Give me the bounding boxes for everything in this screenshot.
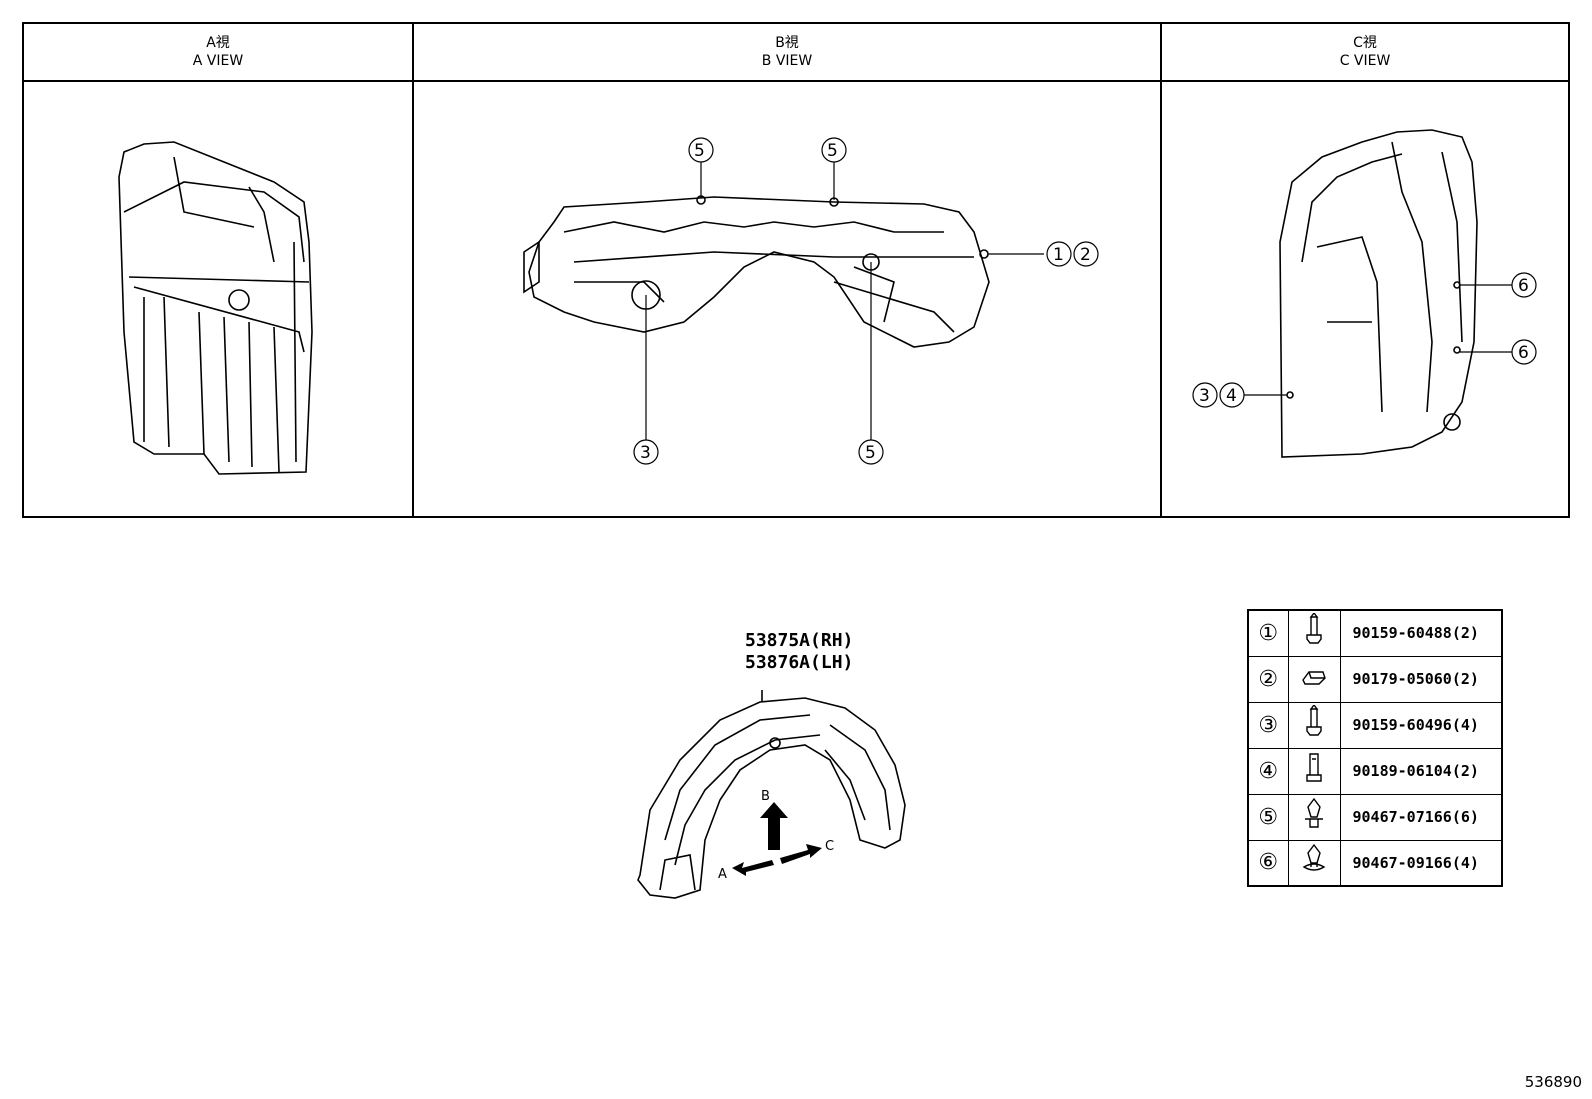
a-view-drawing	[118, 141, 313, 475]
views-panel: A視 A VIEW B視	[22, 22, 1570, 518]
a-view-kanji: A視	[206, 35, 230, 51]
a-view-header: A視 A VIEW	[24, 24, 412, 82]
hardware-num: ②	[1247, 655, 1289, 703]
part-number-rh: 53875A(RH)	[745, 630, 854, 651]
bolt-icon	[1287, 609, 1341, 657]
hardware-row: ⑤ 90467-07166(6)	[1247, 793, 1503, 841]
hardware-num: ⑥	[1247, 839, 1289, 887]
hardware-table: ① 90159-60488(2) ② 90179-05060(2) ③ 9015…	[1247, 609, 1503, 887]
hardware-row: ② 90179-05060(2)	[1247, 655, 1503, 703]
hardware-num: ⑤	[1247, 793, 1289, 841]
callout-b-right-2: 2	[1080, 245, 1091, 265]
callout-c-left-1: 3	[1199, 386, 1210, 406]
hardware-part-number: 90189-06104(2)	[1339, 747, 1503, 795]
callout-c-lower-right: 6	[1518, 343, 1529, 363]
b-view-kanji: B視	[775, 35, 799, 51]
bolt-icon	[1287, 701, 1341, 749]
callout-b-top-right: 5	[827, 141, 838, 161]
hardware-part-number: 90159-60496(4)	[1339, 701, 1503, 749]
a-view-panel: A視 A VIEW	[24, 24, 412, 516]
push-clip-icon	[1287, 839, 1341, 887]
callout-c-upper-right: 6	[1518, 276, 1529, 296]
callout-c-left-2: 4	[1226, 386, 1237, 406]
c-view-kanji: C視	[1353, 35, 1377, 51]
hardware-num: ①	[1247, 609, 1289, 657]
hardware-num: ④	[1247, 747, 1289, 795]
hardware-part-number: 90179-05060(2)	[1339, 655, 1503, 703]
hardware-row: ③ 90159-60496(4)	[1247, 701, 1503, 749]
main-part-label: 53875A(RH) 53876A(LH)	[745, 630, 853, 674]
b-view-drawing: 5 5 1 2 3 5	[523, 137, 1099, 465]
push-clip-icon	[1287, 793, 1341, 841]
hardware-part-number: 90467-07166(6)	[1339, 793, 1503, 841]
a-view-label: A VIEW	[192, 53, 244, 69]
hardware-row: ④ 90189-06104(2)	[1247, 747, 1503, 795]
callout-b-top-left: 5	[694, 141, 705, 161]
c-view-header: C視 C VIEW	[1162, 24, 1568, 82]
hardware-part-number: 90159-60488(2)	[1339, 609, 1503, 657]
c-view-panel: C視 C VIEW	[1160, 24, 1568, 516]
c-view-label: C VIEW	[1339, 53, 1391, 69]
b-view-header: B視 B VIEW	[414, 24, 1160, 82]
callout-b-right-1: 1	[1053, 245, 1064, 265]
reference-code: 536890	[1524, 1073, 1582, 1091]
grommet-icon	[1287, 747, 1341, 795]
callout-b-bottom-left: 3	[640, 443, 651, 463]
hardware-part-number: 90467-09166(4)	[1339, 839, 1503, 887]
clip-nut-icon	[1287, 655, 1341, 703]
direction-b-label: B	[761, 789, 770, 804]
b-view-label: B VIEW	[761, 53, 813, 69]
hardware-row: ① 90159-60488(2)	[1247, 609, 1503, 657]
c-view-drawing: 6 6 3 4	[1192, 129, 1537, 458]
direction-a-label: A	[718, 867, 727, 882]
direction-c-label: C	[825, 839, 834, 854]
hardware-num: ③	[1247, 701, 1289, 749]
hardware-row: ⑥ 90467-09166(4)	[1247, 839, 1503, 887]
b-view-panel: B視 B VIEW	[412, 24, 1160, 516]
callout-b-bottom-right: 5	[865, 443, 876, 463]
fender-liner-drawing: B A C	[637, 690, 906, 899]
part-number-lh: 53876A(LH)	[745, 652, 854, 673]
